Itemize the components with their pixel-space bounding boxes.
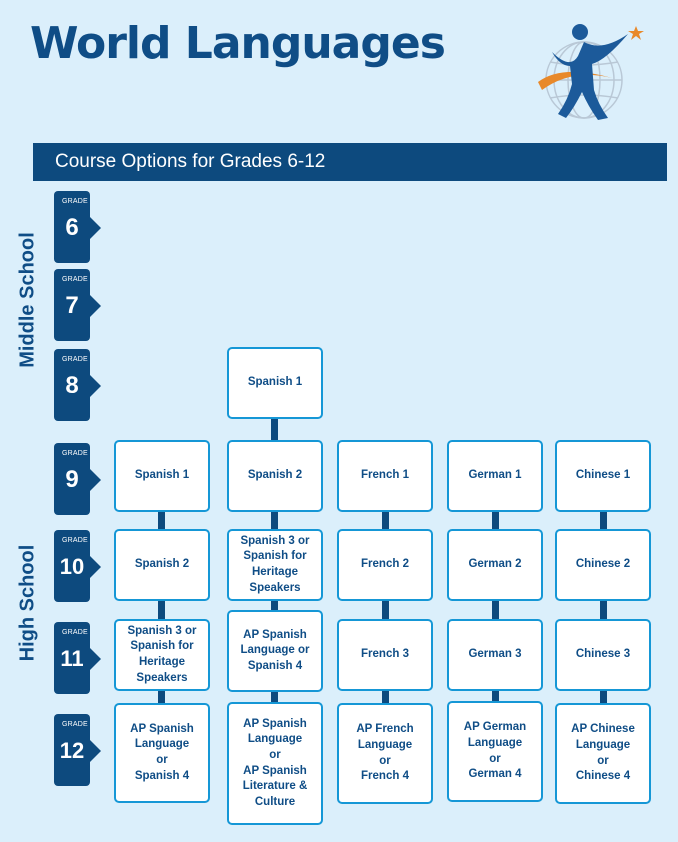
connector (382, 512, 389, 531)
connector (492, 689, 499, 703)
course-box: French 2 (337, 529, 433, 601)
connector (492, 512, 499, 531)
course-box: AP Spanish Language or AP Spanish Litera… (227, 702, 323, 825)
grade-label: GRADE (62, 721, 88, 728)
logo (538, 24, 644, 120)
grade-label: GRADE (62, 356, 88, 363)
grade-label: GRADE (62, 629, 88, 636)
course-box: Spanish 1 (227, 347, 323, 419)
connector (271, 691, 278, 704)
course-box: Spanish 2 (227, 440, 323, 512)
course-box: Chinese 2 (555, 529, 651, 601)
connector (158, 512, 165, 531)
connector (600, 600, 607, 621)
connector (600, 689, 607, 705)
course-box: Chinese 3 (555, 619, 651, 691)
connector (271, 512, 278, 531)
connector (492, 600, 499, 621)
grade-number: 7 (65, 292, 79, 319)
section-banner: Course Options for Grades 6-12 (33, 143, 667, 181)
grade-tab-8: GRADE 8 (54, 349, 101, 421)
course-box: French 3 (337, 619, 433, 691)
connector (158, 690, 165, 705)
course-box: Spanish 1 (114, 440, 210, 512)
middle-school-label: Middle School (16, 232, 39, 368)
course-box: AP Spanish Language or Spanish 4 (114, 703, 210, 803)
connector (271, 418, 278, 443)
grade-label: GRADE (62, 450, 88, 457)
course-box: Spanish 3 or Spanish for Heritage Speake… (114, 619, 210, 691)
grade-label: GRADE (62, 276, 88, 283)
grade-number: 6 (65, 214, 79, 241)
grade-tab-9: GRADE 9 (54, 443, 101, 515)
grade-number: 12 (59, 738, 85, 763)
course-box: Spanish 3 or Spanish for Heritage Speake… (227, 529, 323, 601)
grade-tab-10: GRADE 10 (54, 530, 101, 602)
course-box: AP German Language or German 4 (447, 701, 543, 802)
course-box: German 3 (447, 619, 543, 691)
grade-number: 11 (60, 646, 84, 671)
connector (271, 600, 278, 612)
page-title: World Languages (30, 18, 446, 69)
course-box: German 2 (447, 529, 543, 601)
grade-number: 10 (59, 554, 85, 579)
connector (382, 689, 389, 705)
grade-tab-11: GRADE 11 (54, 622, 101, 694)
grade-number: 8 (65, 372, 79, 399)
connector (600, 512, 607, 531)
grade-label: GRADE (62, 537, 88, 544)
course-box: Spanish 2 (114, 529, 210, 601)
grade-tab-6: GRADE 6 (54, 191, 101, 263)
course-box: Chinese 1 (555, 440, 651, 512)
course-box: AP Spanish Language or Spanish 4 (227, 610, 323, 692)
course-box: AP French Language or French 4 (337, 703, 433, 804)
course-box: French 1 (337, 440, 433, 512)
grade-number: 9 (65, 466, 79, 493)
course-box: German 1 (447, 440, 543, 512)
grade-label: GRADE (62, 198, 88, 205)
grade-tab-7: GRADE 7 (54, 269, 101, 341)
course-box: AP Chinese Language or Chinese 4 (555, 703, 651, 804)
connector (158, 600, 165, 621)
grade-tab-12: GRADE 12 (54, 714, 101, 786)
connector (382, 600, 389, 621)
high-school-label: High School (16, 544, 39, 662)
